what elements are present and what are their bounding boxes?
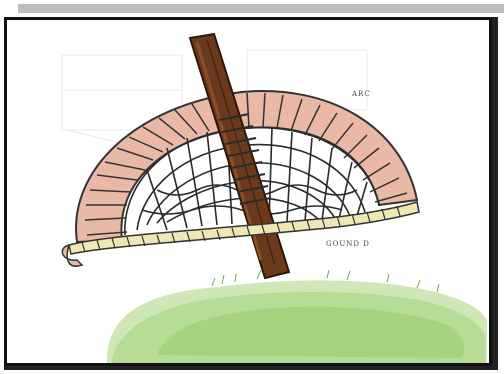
wooden-pole [190, 34, 289, 278]
frame-shadow-right [492, 17, 498, 369]
arc-label: ARC [352, 90, 371, 98]
frame-shadow-bottom [4, 366, 498, 370]
top-bar [18, 4, 504, 13]
grass-mound [107, 270, 487, 363]
ground-label: GOUND D [326, 240, 370, 248]
fish-trap-drawing-icon [7, 20, 489, 363]
